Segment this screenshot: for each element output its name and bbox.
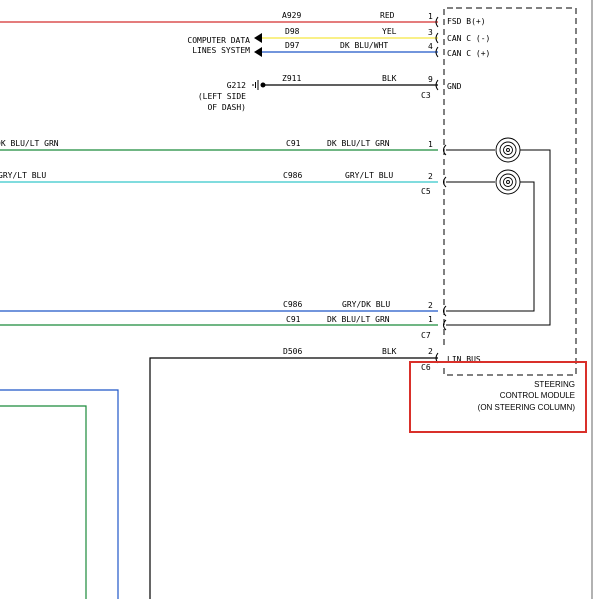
c986-left-label: GRY/LT BLU [0,171,46,180]
c986-low-color: GRY/DK BLU [342,300,390,309]
wire-blue-bottom [0,389,119,599]
c986-low-circuit: C986 [283,300,302,309]
c986-low-pin: 2 [428,301,433,310]
d97-color: DK BLU/WHT [340,41,388,50]
d97-pin: 4 [428,42,433,51]
module-label-line2: CONTROL MODULE [500,391,575,400]
d98-signal: CAN C (-) [447,34,490,43]
d97-circuit: D97 [285,41,300,50]
c91-low-circuit: C91 [286,315,301,324]
a929-pin: 1 [428,12,433,21]
a929-signal: FSD B(+) [447,17,486,26]
c986-mid-pin: 2 [428,172,433,181]
module-label-line1: STEERING [534,380,575,389]
module-highlight-box [409,361,587,433]
c91-left-label: DK BLU/LT GRN [0,139,59,148]
clockspring-coil-icon [495,169,521,195]
pin-terminal [443,319,447,331]
connector-c6: C6 [421,363,431,372]
a929-circuit: A929 [282,11,301,20]
pin-terminal [435,79,439,91]
d506-color: BLK [382,347,397,356]
d98-pin: 3 [428,28,433,37]
d506-circuit: D506 [283,347,302,356]
module-outline [443,7,577,376]
a929-color: RED [380,11,395,20]
c91-mid-color: DK BLU/LT GRN [327,139,390,148]
ground-symbol-icon [252,80,259,90]
d98-circuit: D98 [285,27,300,36]
ground-id: G212 [227,81,246,90]
clockspring-coil-icon [495,137,521,163]
z911-circuit: Z911 [282,74,301,83]
d506-signal: LIN BUS [447,355,481,364]
d97-signal: CAN C (+) [447,49,490,58]
c986-mid-circuit: C986 [283,171,302,180]
connector-c7: C7 [421,331,431,340]
pin-terminal [443,305,447,317]
z911-signal: GND [447,82,462,91]
computer-data-line2: LINES SYSTEM [192,46,250,55]
pin-terminal [443,176,447,188]
pin-terminal [435,46,439,58]
clockspring-return-wire [446,181,535,312]
c91-low-color: DK BLU/LT GRN [327,315,390,324]
module-label-line3: (ON STEERING COLUMN) [478,403,576,412]
ground-location-line2: OF DASH) [207,103,246,112]
pin-terminal [435,16,439,28]
computer-data-line1: COMPUTER DATA [187,36,250,45]
clockspring-return-wire [446,149,551,326]
c91-mid-circuit: C91 [286,139,301,148]
wire-green-bottom [0,405,87,599]
z911-pin: 9 [428,75,433,84]
ground-point-icon [260,82,266,88]
ground-location-line1: (LEFT SIDE [198,92,246,101]
arrow-d97-icon [254,47,262,57]
arrow-d98-icon [254,33,262,43]
connector-c3: C3 [421,91,431,100]
d506-pin: 2 [428,347,433,356]
connector-c5: C5 [421,187,431,196]
pin-terminal [435,32,439,44]
wire-d506 [149,357,438,599]
z911-color: BLK [382,74,397,83]
c91-mid-pin: 1 [428,140,433,149]
pin-terminal [443,144,447,156]
c986-mid-color: GRY/LT BLU [345,171,393,180]
d98-color: YEL [382,27,397,36]
c91-low-pin: 1 [428,315,433,324]
